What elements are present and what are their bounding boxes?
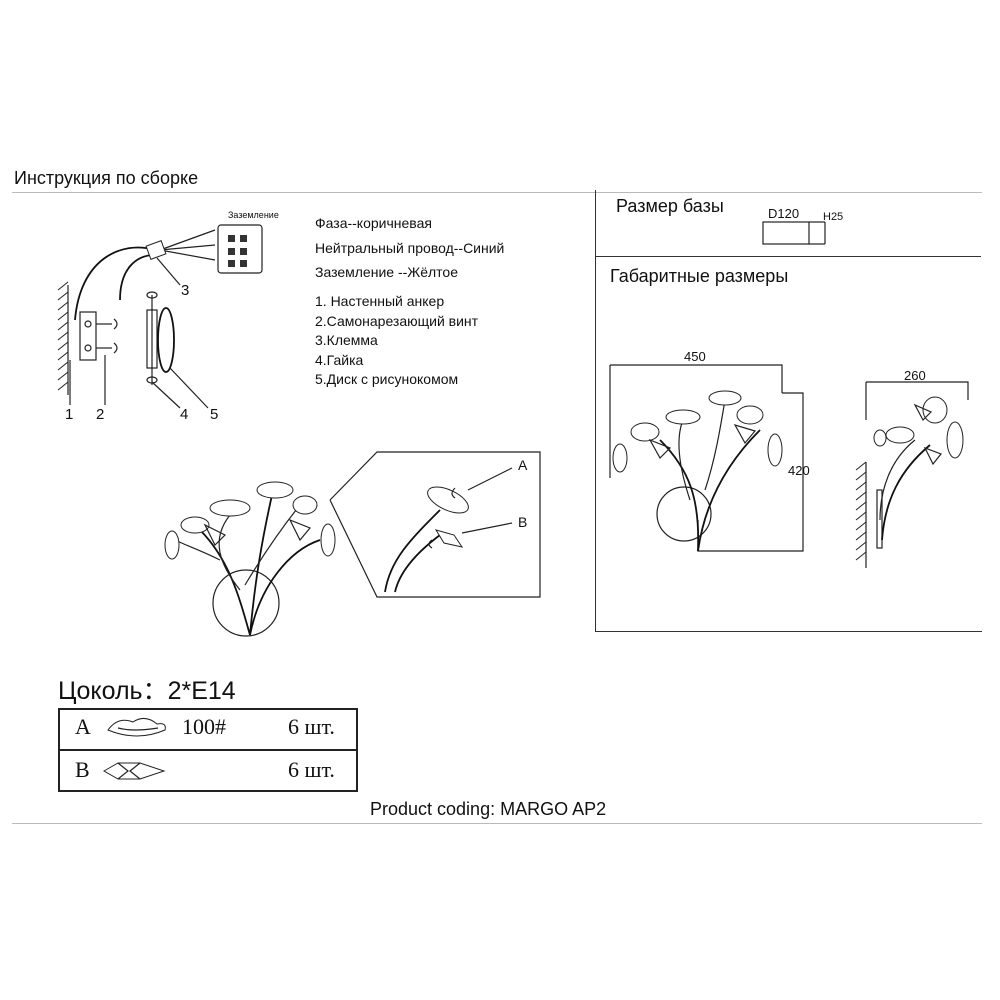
socket-label: Цоколь：2*E14 bbox=[58, 671, 236, 707]
parts-item: 4.Гайка bbox=[315, 351, 364, 368]
page-title: Инструкция по сборке bbox=[14, 168, 199, 188]
base-diameter: D120 bbox=[768, 206, 800, 221]
accessory-a-icon bbox=[107, 718, 166, 737]
wiring-phase: Фаза--коричневая bbox=[315, 215, 432, 231]
callout-2: 2 bbox=[96, 406, 105, 423]
accessory-qty: 6 шт. bbox=[288, 757, 335, 782]
terminal-ground-label: Заземление bbox=[228, 210, 279, 220]
parts-list: 1. Настенный анкер 2.Самонарезающий винт… bbox=[315, 292, 478, 390]
parts-item: 2.Самонарезающий винт bbox=[315, 312, 479, 329]
title-divider bbox=[12, 192, 982, 193]
accessory-letter: A bbox=[75, 714, 91, 739]
bottom-divider bbox=[12, 823, 982, 824]
callout-3: 3 bbox=[181, 282, 190, 299]
socket-value: 2*E14 bbox=[167, 677, 236, 705]
base-height: H25 bbox=[823, 211, 844, 223]
callout-5: 5 bbox=[210, 406, 219, 423]
accessory-b-icon bbox=[102, 762, 166, 780]
overall-depth: 260 bbox=[904, 368, 926, 383]
parts-item: 3.Клемма bbox=[315, 332, 378, 348]
panel-divider bbox=[595, 256, 981, 257]
overall-heading: Габаритные размеры bbox=[610, 266, 789, 286]
accessory-code: 100# bbox=[182, 714, 226, 739]
base-size-heading: Размер базы bbox=[616, 196, 724, 216]
accessory-qty: 6 шт. bbox=[288, 714, 335, 739]
parts-item: 5.Диск с рисунокомом bbox=[315, 371, 459, 387]
accessory-letter: B bbox=[75, 757, 90, 782]
parts-item: 1. Настенный анкер bbox=[315, 293, 445, 309]
dimensions-panel bbox=[595, 190, 982, 632]
overall-height: 420 bbox=[788, 463, 810, 478]
callout-a: A bbox=[518, 457, 528, 473]
callout-4: 4 bbox=[180, 406, 189, 423]
product-coding: Product coding: MARGO AP2 bbox=[370, 799, 607, 819]
table-divider bbox=[60, 749, 356, 751]
accessories-table bbox=[58, 708, 358, 792]
wiring-neutral: Нейтральный провод--Синий bbox=[315, 240, 505, 256]
socket-label-text: Цоколь： bbox=[58, 677, 168, 705]
callout-1: 1 bbox=[65, 406, 74, 423]
overall-width: 450 bbox=[684, 349, 706, 364]
wiring-ground: Заземление --Жёлтое bbox=[315, 264, 458, 280]
callout-b: B bbox=[518, 514, 528, 530]
